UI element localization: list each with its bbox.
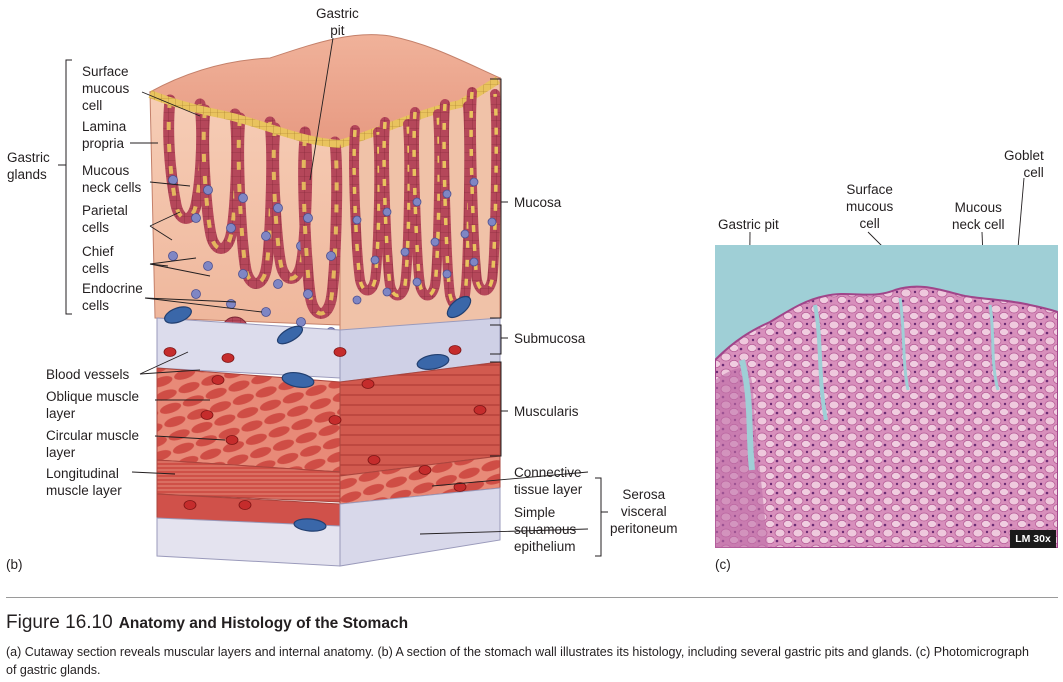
vein-section — [281, 371, 315, 389]
magnification-badge: LM 30x — [1010, 530, 1056, 548]
label-micro-surface-mucous-cell: Surface mucous cell — [846, 182, 894, 231]
label-serosa-visceral-peritoneum: Serosa visceral peritoneum — [610, 487, 678, 536]
mucosa-bracket — [490, 78, 502, 319]
artery-section — [328, 415, 342, 425]
vein-section — [276, 325, 304, 345]
artery-section — [225, 435, 239, 445]
parietal-cell — [352, 215, 362, 225]
serosa-bracket — [595, 477, 602, 557]
artery-section — [221, 353, 235, 363]
figure-caption: (a) Cutaway section reveals muscular lay… — [6, 645, 1029, 677]
artery-section — [200, 410, 214, 420]
label-simple-squamous-epithelium: Simple squamous epithelium — [514, 505, 577, 554]
parietal-cell — [442, 269, 452, 279]
parietal-cell — [400, 247, 410, 257]
artery-section — [238, 500, 252, 510]
label-micro-mucous-neck-cell: Mucous neck cell — [952, 200, 1005, 232]
parietal-cell — [430, 237, 440, 247]
label-longitudinal-muscle-layer: Longitudinal muscle layer — [46, 466, 122, 498]
label-parietal-cells: Parietal cells — [82, 203, 128, 235]
parietal-cell — [203, 261, 213, 271]
artery-section — [163, 347, 177, 357]
label-micro-gastric-pit: Gastric pit — [718, 217, 779, 232]
parietal-cell — [382, 207, 392, 217]
muscularis-bracket — [490, 361, 502, 457]
label-mucosa: Mucosa — [514, 195, 562, 210]
vein-section — [446, 295, 472, 319]
label-oblique-muscle-layer: Oblique muscle layer — [46, 389, 140, 421]
parietal-cell — [261, 231, 271, 241]
parietal-cell — [168, 251, 178, 261]
artery-section — [183, 500, 197, 510]
artery-section — [367, 455, 381, 465]
label-gastric-pit: Gastric pit — [316, 6, 359, 38]
artery-section — [211, 375, 225, 385]
artery-section — [333, 347, 347, 357]
parietal-cell — [326, 251, 336, 261]
label-submucosa: Submucosa — [514, 331, 586, 346]
artery-section — [361, 379, 375, 389]
parietal-cell — [238, 269, 248, 279]
parietal-cell — [273, 279, 283, 289]
artery-section — [453, 482, 467, 492]
figure-title: Anatomy and Histology of the Stomach — [118, 615, 409, 632]
gastric-gland — [466, 87, 502, 296]
micrograph-tissue — [715, 285, 1058, 548]
figure-number: Figure 16.10 — [6, 612, 113, 633]
layer-brackets — [58, 59, 608, 557]
gastric-glands-bracket — [65, 59, 72, 315]
caption-divider — [6, 597, 1058, 598]
mucous-neck-cells — [301, 137, 339, 316]
parietal-cell — [226, 223, 236, 233]
parietal-cell — [303, 213, 313, 223]
panel-label-c: (c) — [715, 557, 731, 572]
mucous-neck-cells — [412, 111, 441, 298]
parietal-cell — [191, 213, 201, 223]
parietal-cell — [352, 295, 362, 305]
vein-section — [416, 353, 450, 371]
mucous-neck-cells — [382, 121, 411, 298]
label-micro-goblet-cell: Goblet cell — [1004, 148, 1044, 180]
parietal-cell — [382, 287, 392, 297]
parietal-cell — [203, 185, 213, 195]
parietal-cell — [412, 277, 422, 287]
surface-epithelium-front — [148, 90, 341, 148]
parietal-cell — [487, 217, 497, 227]
gastric-pit-lumen — [739, 359, 755, 471]
label-connective-tissue-layer: Connective tissue layer — [514, 465, 583, 497]
vein-section — [293, 518, 327, 532]
parietal-cell — [273, 203, 283, 213]
parietal-cell — [442, 189, 452, 199]
label-gastric-glands: Gastric glands — [7, 150, 50, 182]
artery-section — [448, 345, 462, 355]
label-mucous-neck-cells: Mucous neck cells — [82, 163, 142, 195]
label-surface-mucous-cell: Surface mucous cell — [82, 64, 130, 113]
blood-vessels — [163, 295, 487, 532]
submucosa-bracket — [490, 324, 502, 355]
parietal-cell — [469, 257, 479, 267]
label-lamina-propria: Lamina propria — [82, 119, 127, 151]
label-circular-muscle-layer: Circular muscle layer — [46, 428, 140, 460]
parietal-cell — [191, 289, 201, 299]
artery-section — [473, 405, 487, 415]
vein-section — [164, 306, 192, 324]
serosa-side — [339, 487, 501, 567]
parietal-cell — [303, 289, 313, 299]
parietal-cell — [370, 255, 380, 265]
artery-section — [418, 465, 432, 475]
label-muscularis: Muscularis — [514, 404, 579, 419]
parietal-cell — [412, 197, 422, 207]
figure-title-block: Figure 16.10 Anatomy and Histology of the… — [6, 612, 408, 634]
label-endocrine-cells: Endocrine cells — [82, 281, 143, 313]
parietal-cell — [238, 193, 248, 203]
parietal-cell — [469, 177, 479, 187]
label-chief-cells: Chief cells — [82, 244, 114, 276]
gastric-gland — [349, 125, 385, 296]
panel-label-b: (b) — [6, 557, 23, 572]
label-blood-vessels: Blood vessels — [46, 367, 130, 382]
